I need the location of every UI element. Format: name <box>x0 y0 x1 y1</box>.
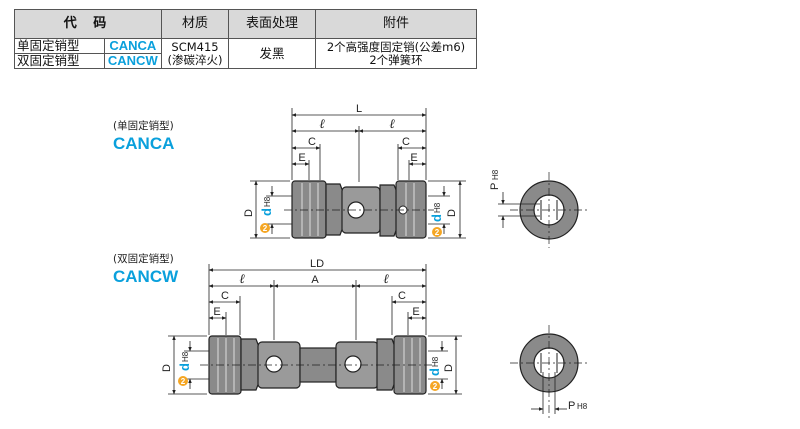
material-line: (渗碳淬火) <box>167 52 223 67</box>
badge-number: 2 <box>433 382 438 391</box>
dim-l-left: ℓ <box>319 116 325 131</box>
accessory-line: 2个高强度固定销(公差m6) <box>326 39 466 54</box>
h8-tolerance: H8 <box>433 202 442 213</box>
d-symbol: d <box>429 214 444 222</box>
dim-d-right: 2 d H8 <box>427 356 442 391</box>
p-h8-tolerance: H8 <box>577 402 588 411</box>
dim-D-left: D <box>161 364 173 372</box>
cancw-dimensions <box>168 264 462 395</box>
surface-cell: 发黑 <box>228 38 316 69</box>
cross-pin-hole <box>265 355 283 373</box>
d-symbol: d <box>259 208 274 216</box>
h8-tolerance: H8 <box>181 351 190 362</box>
dim-D-right: D <box>446 209 458 217</box>
dim-C-left: C <box>308 136 316 148</box>
dim-E-left: E <box>298 152 305 164</box>
header-code: 代 码 <box>14 9 162 39</box>
accessory-line: 2个弹簧环 <box>369 52 423 67</box>
type-code: CANCW <box>103 53 163 69</box>
material-line: SCM415 <box>171 39 219 54</box>
header-accessory: 附件 <box>315 9 477 39</box>
dim-l-right: ℓ <box>383 271 389 286</box>
left-yoke <box>325 183 344 236</box>
p-h8-tolerance: H8 <box>491 169 500 180</box>
dim-C-right: C <box>402 136 410 148</box>
dim-E-right: E <box>412 306 419 318</box>
dim-C-left: C <box>221 290 229 302</box>
model-label-cancw: CANCW <box>113 267 179 286</box>
type-code: CANCA <box>103 38 163 54</box>
dim-A: A <box>311 274 319 286</box>
left-hub <box>291 180 327 239</box>
badge-icon <box>432 227 442 237</box>
h8-tolerance: H8 <box>263 196 272 207</box>
type-name: 双固定销型 <box>14 53 105 69</box>
cancw-end-view: P H8 <box>510 325 588 420</box>
cancw-side-view <box>208 335 427 395</box>
badge-number: 2 <box>435 228 440 237</box>
dim-l-right: ℓ <box>389 116 395 131</box>
badge-icon <box>178 376 188 386</box>
d-symbol: d <box>177 363 192 371</box>
badge-number: 2 <box>263 224 268 233</box>
spec-table: 代 码 材质 表面处理 附件 单固定销型 CANCA SCM415 (渗碳淬火)… <box>14 9 477 69</box>
dim-LD: LD <box>310 258 324 270</box>
dim-E-left: E <box>213 306 220 318</box>
h8-tolerance: H8 <box>431 356 440 367</box>
type-name: 单固定销型 <box>14 38 105 54</box>
table-row: 双固定销型 CANCW <box>14 53 477 69</box>
dim-d-left: 2 d H8 <box>177 351 192 386</box>
dim-d-right: 2 d H8 <box>429 202 444 237</box>
canca-dimensions <box>250 108 466 239</box>
cross-pin-hole <box>344 355 362 373</box>
badge-icon <box>260 223 270 233</box>
dim-E-right: E <box>410 152 417 164</box>
right-yoke <box>379 184 398 237</box>
table-row: 单固定销型 CANCA SCM415 (渗碳淬火) 发黑 2个高强度固定销(公差… <box>14 38 477 69</box>
right-yoke <box>376 338 396 391</box>
type-label-single: (单固定销型) <box>113 120 174 132</box>
right-hub <box>395 180 427 239</box>
left-yoke <box>240 338 260 391</box>
dim-D-left: D <box>243 209 255 217</box>
accessory-cell: 2个高强度固定销(公差m6) 2个弹簧环 <box>315 38 477 69</box>
badge-number: 2 <box>181 377 186 386</box>
dim-C-right: C <box>398 290 406 302</box>
dim-P: P <box>489 183 501 190</box>
dim-D-right: D <box>443 364 455 372</box>
canca-end-view: P H8 <box>489 169 588 248</box>
dim-l-left: ℓ <box>239 271 245 286</box>
d-symbol: d <box>427 368 442 376</box>
dim-P: P <box>568 400 575 412</box>
dim-d-left: 2 d H8 <box>259 196 274 233</box>
type-label-double: (双固定销型) <box>113 253 174 265</box>
badge-icon <box>430 381 440 391</box>
dim-L: L <box>356 103 362 115</box>
model-label-canca: CANCA <box>113 134 175 153</box>
material-cell: SCM415 (渗碳淬火) <box>161 38 229 69</box>
